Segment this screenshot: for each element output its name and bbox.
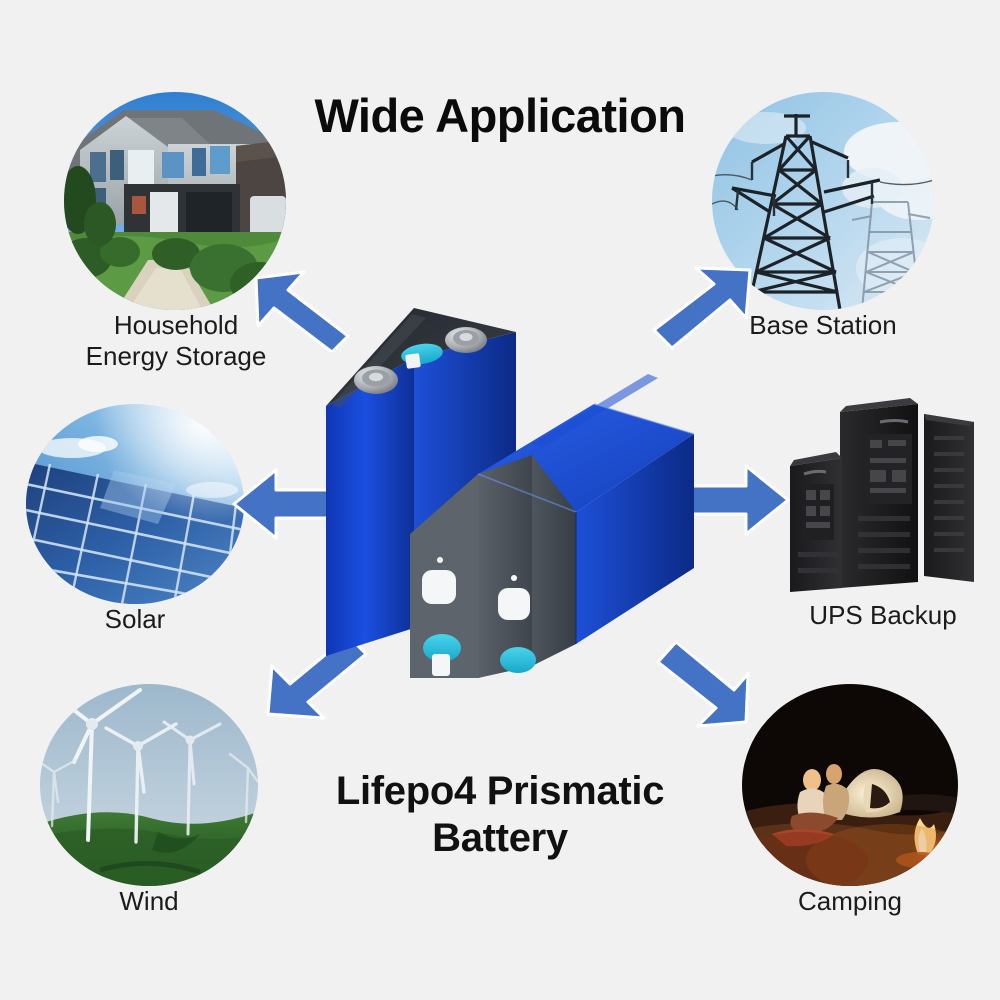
solar-panels-photo — [26, 404, 244, 604]
campfire-tent-photo — [742, 684, 958, 886]
label-wind-line1: Wind — [119, 886, 179, 916]
label-household-energy-storage: Household Energy Storage — [46, 310, 306, 372]
label-wind: Wind — [44, 886, 254, 917]
label-solar: Solar — [30, 604, 240, 635]
wind-turbines-photo — [40, 684, 258, 886]
label-camping: Camping — [740, 886, 960, 917]
arrow-down-right-icon — [644, 640, 750, 730]
label-base-station-line1: Base Station — [749, 310, 897, 340]
label-solar-line1: Solar — [104, 604, 166, 634]
arrow-up-left-icon — [252, 268, 352, 352]
label-household-line2: Energy Storage — [85, 341, 267, 372]
product-caption: Lifepo4 Prismatic Battery — [0, 768, 1000, 862]
page-title: Wide Application — [314, 89, 686, 142]
label-camping-line1: Camping — [797, 886, 903, 916]
label-household-line1: Household — [113, 310, 239, 340]
suburban-house-photo — [64, 92, 286, 310]
arrow-right-icon — [686, 462, 790, 538]
arrow-up-right-icon — [650, 262, 754, 350]
label-base-station: Base Station — [703, 310, 943, 341]
label-ups-backup: UPS Backup — [768, 600, 998, 631]
server-racks-photo — [784, 396, 984, 592]
lifepo4-prismatic-battery-cells — [318, 288, 694, 678]
product-caption-line2: Battery — [432, 815, 568, 860]
product-caption-line1: Lifepo4 Prismatic — [335, 769, 665, 813]
label-ups-line1: UPS Backup — [809, 600, 957, 630]
